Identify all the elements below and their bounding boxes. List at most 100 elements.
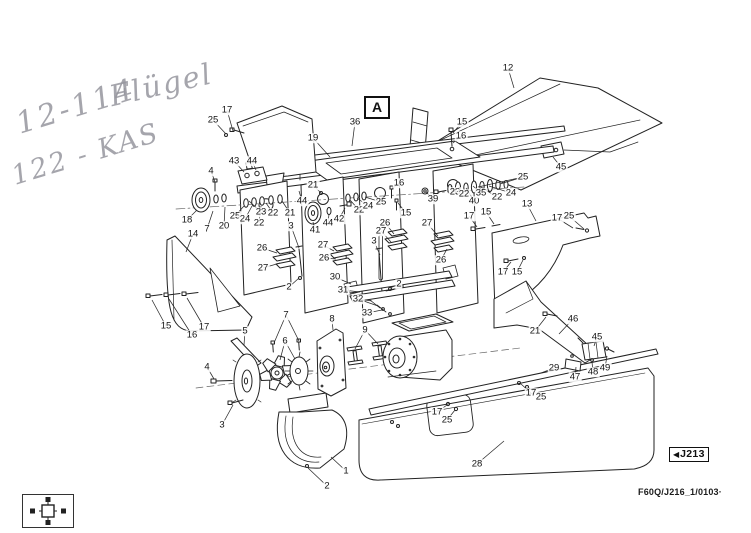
part-label: 15	[455, 116, 469, 128]
disc-plate-5	[210, 337, 262, 409]
fasteners-mid	[345, 185, 429, 211]
part-label: 16	[454, 130, 468, 142]
part-label: 3	[287, 220, 295, 232]
part-label: 45	[554, 161, 568, 173]
detail-marker-a: A	[364, 96, 390, 119]
part-label: 14	[186, 228, 200, 240]
part-label: 16	[185, 329, 199, 341]
figure-code: F60Q/J216_1/0103·	[638, 487, 722, 497]
part-label: 21	[283, 207, 297, 219]
part-label: 27	[316, 239, 330, 251]
part-label: 21	[306, 179, 320, 191]
part-label: 2	[323, 480, 331, 492]
part-label: 1	[342, 465, 350, 477]
part-label: 26	[378, 217, 392, 229]
part-label: 41	[308, 224, 322, 236]
part-label: 22	[266, 207, 280, 219]
part-label: 35	[474, 187, 488, 199]
part-label: 4	[203, 361, 211, 373]
part-label: 13	[520, 198, 534, 210]
part-label: 20	[217, 220, 231, 232]
star-disc-6	[284, 351, 314, 391]
part-label: 36	[348, 116, 362, 128]
part-label: 26	[434, 254, 448, 266]
part-label: 45	[590, 331, 604, 343]
part-label: 4	[207, 165, 215, 177]
part-label: 17	[496, 266, 510, 278]
part-label: 25	[562, 210, 576, 222]
bearing-plate-8	[316, 328, 347, 397]
fan-wheel-6	[258, 354, 296, 392]
part-label: 25	[440, 414, 454, 426]
part-label: 31	[336, 284, 350, 296]
part-label: 48	[586, 366, 600, 378]
part-label: 15	[399, 207, 413, 219]
part-label: 22	[352, 204, 366, 216]
part-label: 17	[550, 212, 564, 224]
part-label: 8	[328, 313, 336, 325]
strip-29	[368, 348, 659, 428]
part-label: 40	[467, 195, 481, 207]
part-label: 22	[252, 217, 266, 229]
part-label: 17	[220, 104, 234, 116]
nav-button-label: J213	[680, 448, 705, 460]
part-label: 29	[547, 362, 561, 374]
table-frame-19	[301, 140, 481, 181]
part-label: 27	[374, 225, 388, 237]
part-label: 2	[395, 278, 403, 290]
part-label: 3	[218, 419, 226, 431]
part-label: 44	[295, 195, 309, 207]
fasteners-left	[243, 191, 323, 208]
part-label: 17	[430, 406, 444, 418]
part-label: 28	[470, 458, 484, 470]
part-label: 25	[374, 196, 388, 208]
overview-icon-glyph	[30, 497, 66, 525]
part-label: 17	[524, 387, 538, 399]
part-label: 7	[203, 223, 211, 235]
curved-housing-1	[277, 392, 348, 469]
pulley-18	[191, 178, 227, 213]
part-label: 24	[238, 213, 252, 225]
bearing-plate-43	[237, 166, 268, 185]
part-label: 42	[332, 213, 346, 225]
part-label: 19	[306, 132, 320, 144]
part-label: 9	[361, 324, 369, 336]
rear-panel-28	[358, 367, 655, 481]
part-label: 43	[227, 155, 241, 167]
part-label: 17	[462, 210, 476, 222]
part-label: 24	[361, 200, 375, 212]
part-label: 47	[568, 371, 582, 383]
part-label: 25	[534, 391, 548, 403]
part-label: 23	[448, 186, 462, 198]
part-label: 26	[255, 242, 269, 254]
part-label: 44	[245, 155, 259, 167]
part-label: 46	[566, 313, 580, 325]
part-label: 18	[180, 214, 194, 226]
part-label: 25	[516, 171, 530, 183]
part-label: 3	[370, 235, 378, 247]
back-arrow-icon: ◀	[673, 450, 680, 459]
part-label: 25	[228, 210, 242, 222]
part-label: 49	[598, 362, 612, 374]
part-label: 12	[501, 62, 515, 74]
part-label: 26	[317, 252, 331, 264]
part-label: 22	[490, 191, 504, 203]
part-label: 6	[281, 335, 289, 347]
part-label: 24	[504, 187, 518, 199]
part-label: 27	[256, 262, 270, 274]
part-label: 27	[420, 217, 434, 229]
part-label: 2	[285, 281, 293, 293]
part-label: 15	[510, 266, 524, 278]
part-label: 7	[282, 309, 290, 321]
hinge-block-45	[564, 337, 615, 372]
part-label: 5	[241, 325, 249, 337]
nav-button-j213[interactable]: ◀ J213	[669, 447, 709, 462]
part-label: 17	[197, 321, 211, 333]
blower-housing	[382, 313, 454, 381]
part-label: 15	[159, 320, 173, 332]
part-label: 30	[328, 271, 342, 283]
overview-icon[interactable]	[22, 494, 74, 528]
